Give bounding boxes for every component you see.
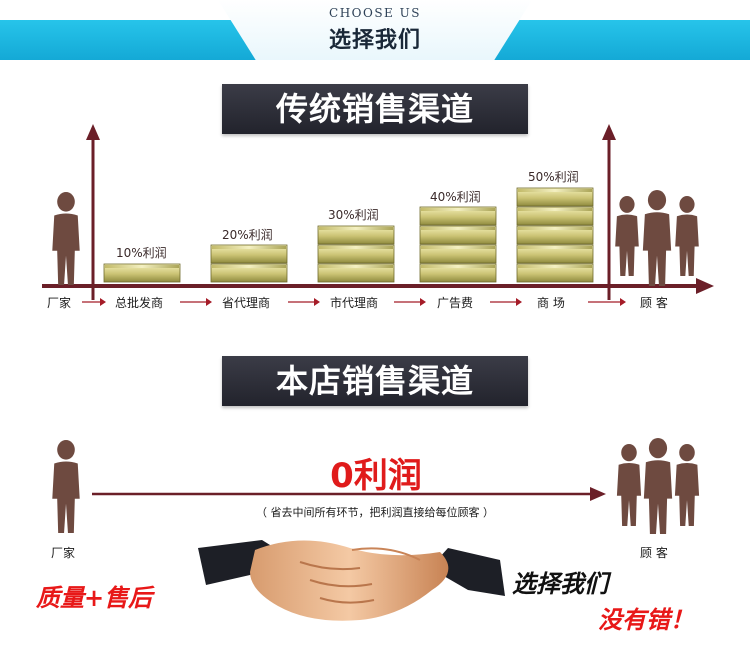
coin-layer-highlight: [518, 265, 592, 268]
coin-layer: [317, 225, 395, 245]
no-mistake-slogan: 没有错！: [598, 605, 694, 634]
coin-layer-highlight: [421, 208, 495, 211]
step-connector-arrows: [82, 298, 626, 306]
header-tab: [218, 0, 532, 60]
person-icon: [643, 438, 673, 534]
header-subtitle: CHOOSE US: [329, 6, 421, 20]
right-vertical-arrow: [602, 124, 616, 300]
coin-layer-highlight: [319, 227, 393, 230]
step-label-mall: 商 场: [537, 296, 565, 310]
coin-stack-icon: [103, 263, 181, 283]
coin-layer: [103, 263, 181, 283]
profit-label: 20%利润: [222, 228, 273, 242]
zero-profit-headline: 0利润: [330, 456, 422, 496]
coin-stack-icon: [317, 225, 395, 283]
person-icon: [615, 196, 639, 276]
coin-layer-highlight: [421, 265, 495, 268]
coin-layer: [516, 244, 594, 264]
person-icon: [675, 196, 699, 276]
left-vertical-arrow: [86, 124, 100, 300]
coin-layer-highlight: [319, 265, 393, 268]
coin-layer-highlight: [421, 227, 495, 230]
profit-label: 50%利润: [528, 170, 579, 184]
our-channel-title: 本店销售渠道: [222, 356, 528, 406]
handshake-icon: [198, 540, 505, 621]
coin-layer-highlight: [105, 265, 179, 268]
step-label-city-agent: 市代理商: [330, 296, 379, 310]
coin-layer: [317, 263, 395, 283]
coin-layer-highlight: [421, 246, 495, 249]
step-label-customer: 顾 客: [640, 296, 668, 310]
coin-layer: [516, 225, 594, 245]
coin-stack-icon: [419, 206, 497, 283]
direct-to-label: 顾 客: [640, 546, 668, 560]
coin-layer: [516, 263, 594, 283]
step-label-advertising: 广告费: [437, 296, 474, 310]
coin-layer: [419, 225, 497, 245]
step-label-wholesaler: 总批发商: [115, 296, 164, 310]
person-icon: [674, 444, 700, 526]
profit-label: 30%利润: [328, 208, 379, 222]
direct-from-label: 厂家: [51, 546, 76, 560]
coin-layer-highlight: [518, 246, 592, 249]
coin-stack-icon: [210, 244, 288, 283]
coin-layer: [317, 244, 395, 264]
baseline-arrow: [42, 278, 714, 294]
coin-layer: [210, 244, 288, 264]
person-icon: [52, 440, 80, 533]
profit-label: 40%利润: [430, 190, 481, 204]
quality-service-slogan: 质量+售后: [36, 583, 153, 612]
coin-layer: [516, 187, 594, 207]
profit-label: 10%利润: [116, 246, 167, 260]
direct-arrow: [92, 487, 606, 501]
step-label-provincial-agent: 省代理商: [222, 296, 271, 310]
coin-stack-icon: [516, 187, 594, 283]
coin-layer-highlight: [518, 208, 592, 211]
person-icon: [52, 192, 80, 285]
step-label-factory: 厂家: [47, 296, 72, 310]
coin-layer-highlight: [518, 189, 592, 192]
coin-layer: [210, 263, 288, 283]
person-icon: [642, 190, 672, 286]
traditional-title: 传统销售渠道: [222, 84, 528, 134]
header-title: 选择我们: [328, 28, 421, 53]
person-icon: [616, 444, 642, 526]
choose-us-slogan: 选择我们: [512, 569, 608, 598]
coin-layer-highlight: [212, 265, 286, 268]
coin-layer: [419, 206, 497, 226]
coin-layer-highlight: [518, 227, 592, 230]
coin-stack-group: [103, 187, 594, 283]
coin-layer: [516, 206, 594, 226]
coin-layer-highlight: [319, 246, 393, 249]
coin-layer: [419, 244, 497, 264]
zero-profit-note: （ 省去中间所有环节，把利润直接给每位顾客 ）: [256, 506, 494, 519]
coin-layer-highlight: [212, 246, 286, 249]
coin-layer: [419, 263, 497, 283]
